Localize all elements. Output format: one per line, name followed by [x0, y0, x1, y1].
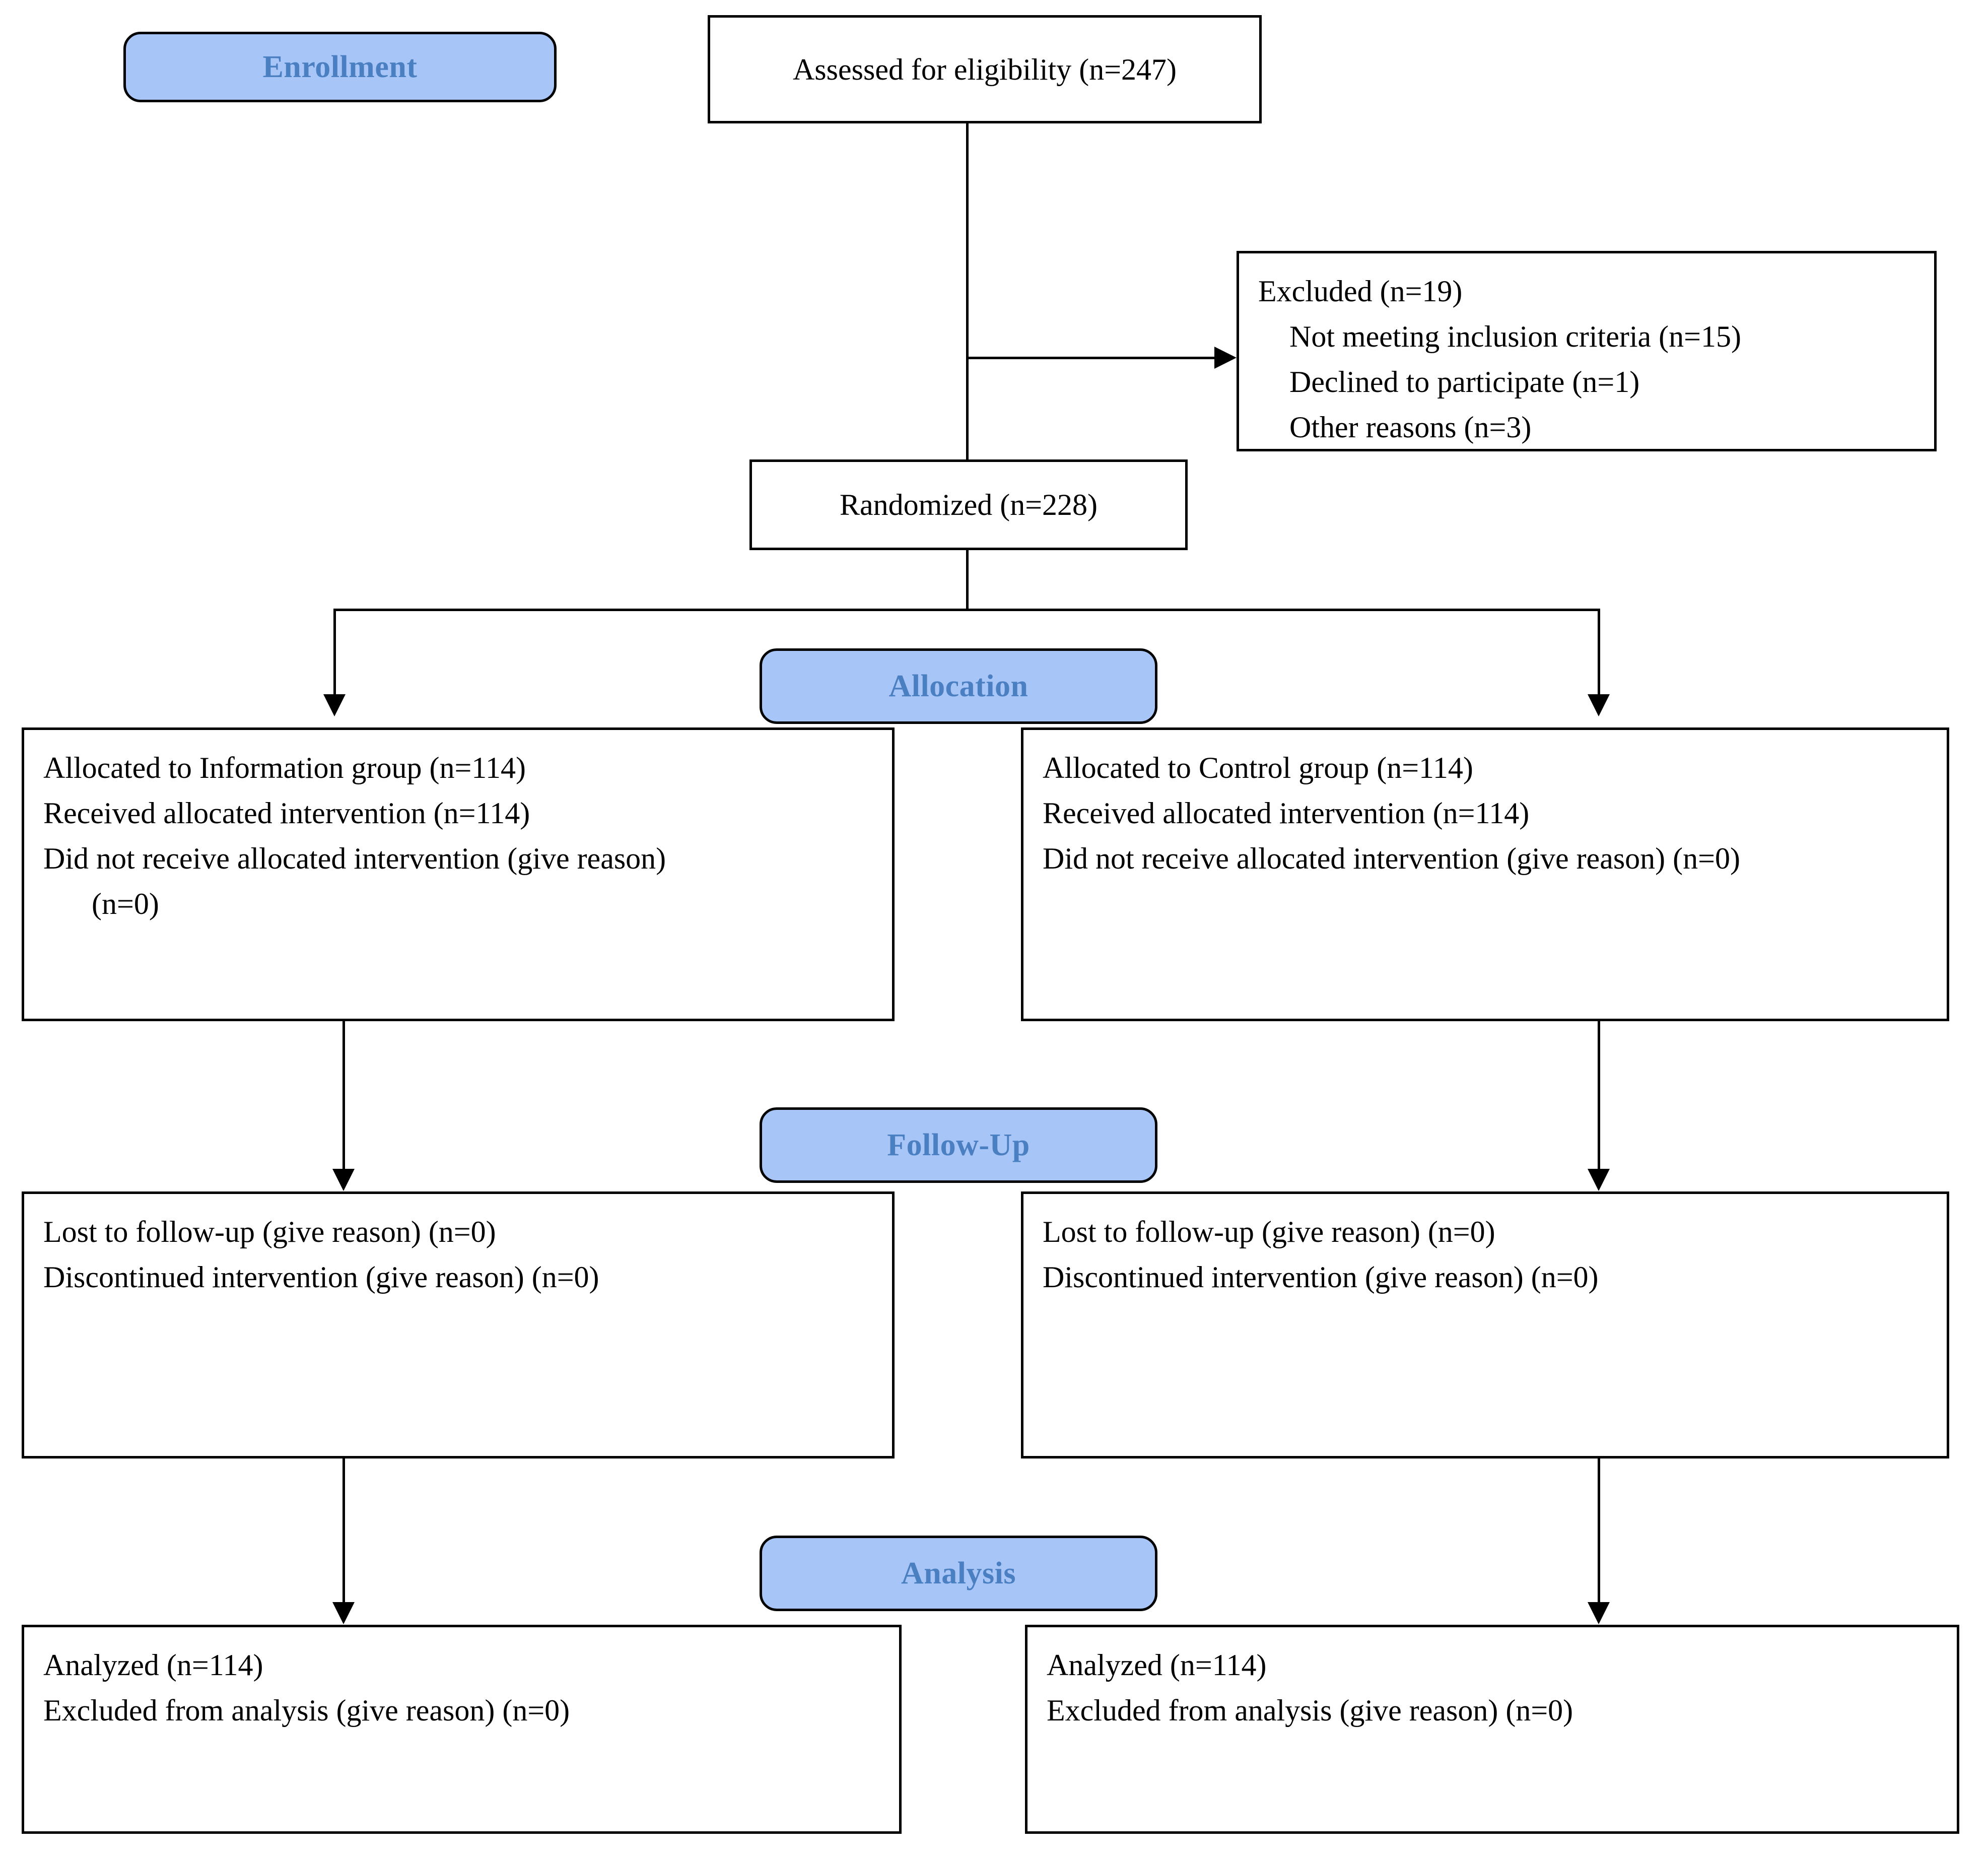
connector-allocation-split-bar — [333, 609, 1600, 611]
arrowhead-allocation-right — [1588, 694, 1610, 716]
arrowhead-analysis-right — [1588, 1602, 1610, 1624]
connector-alloc-left-to-followup — [342, 1021, 345, 1171]
followup-right-line-1: Lost to follow-up (give reason) (n=0) — [1043, 1215, 1495, 1248]
arrowhead-analysis-left — [332, 1602, 355, 1624]
connector-randomized-down — [966, 550, 969, 611]
analysis-right-line-1: Analyzed (n=114) — [1047, 1648, 1267, 1682]
analysis-left-line-2: Excluded from analysis (give reason) (n=… — [43, 1694, 570, 1727]
box-assessed-for-eligibility: Assessed for eligibility (n=247) — [708, 15, 1262, 123]
box-analysis-information-group: Analyzed (n=114) Excluded from analysis … — [22, 1625, 902, 1834]
connector-allocation-right-drop — [1598, 609, 1600, 695]
arrowhead-followup-right — [1588, 1169, 1610, 1191]
assessed-label: Assessed for eligibility (n=247) — [792, 52, 1177, 86]
followup-left-line-1: Lost to follow-up (give reason) (n=0) — [43, 1215, 496, 1248]
allocation-left-line-3: Did not receive allocated intervention (… — [43, 842, 666, 875]
box-excluded: Excluded (n=19) Not meeting inclusion cr… — [1237, 251, 1937, 451]
connector-assessed-to-randomized — [966, 123, 969, 461]
box-analysis-control-group: Analyzed (n=114) Excluded from analysis … — [1025, 1625, 1959, 1834]
stage-badge-enrollment: Enrollment — [123, 32, 557, 102]
allocation-left-line-1: Allocated to Information group (n=114) — [43, 751, 526, 784]
arrowhead-followup-left — [332, 1169, 355, 1191]
allocation-right-line-1: Allocated to Control group (n=114) — [1043, 751, 1473, 784]
allocation-left-line-4: (n=0) — [92, 887, 159, 920]
stage-badge-allocation-label: Allocation — [888, 669, 1029, 703]
arrowhead-allocation-left — [323, 694, 346, 716]
stage-badge-enrollment-label: Enrollment — [262, 49, 418, 84]
connector-allocation-left-drop — [333, 609, 336, 695]
excluded-heading: Excluded (n=19) — [1258, 275, 1463, 308]
connector-alloc-right-to-followup — [1598, 1021, 1600, 1171]
analysis-left-line-1: Analyzed (n=114) — [43, 1648, 263, 1682]
stage-badge-followup: Follow-Up — [760, 1107, 1157, 1183]
box-followup-information-group: Lost to follow-up (give reason) (n=0) Di… — [22, 1191, 895, 1458]
allocation-left-line-2: Received allocated intervention (n=114) — [43, 797, 530, 830]
box-randomized: Randomized (n=228) — [749, 459, 1188, 550]
connector-followup-left-to-analysis — [342, 1458, 345, 1605]
stage-badge-analysis: Analysis — [760, 1536, 1157, 1611]
stage-badge-allocation: Allocation — [760, 648, 1157, 724]
allocation-right-line-2: Received allocated intervention (n=114) — [1043, 797, 1530, 830]
followup-right-line-2: Discontinued intervention (give reason) … — [1043, 1261, 1599, 1294]
excluded-reason-1: Not meeting inclusion criteria (n=15) — [1289, 320, 1741, 353]
stage-badge-analysis-label: Analysis — [901, 1556, 1016, 1590]
box-allocation-control-group: Allocated to Control group (n=114) Recei… — [1021, 727, 1949, 1021]
followup-left-line-2: Discontinued intervention (give reason) … — [43, 1261, 599, 1294]
arrowhead-to-excluded — [1214, 347, 1237, 369]
excluded-reason-2: Declined to participate (n=1) — [1289, 365, 1640, 399]
connector-followup-right-to-analysis — [1598, 1458, 1600, 1605]
box-followup-control-group: Lost to follow-up (give reason) (n=0) Di… — [1021, 1191, 1949, 1458]
stage-badge-followup-label: Follow-Up — [887, 1128, 1030, 1162]
connector-to-excluded — [966, 357, 1215, 359]
allocation-right-line-3: Did not receive allocated intervention (… — [1043, 842, 1740, 875]
excluded-reason-3: Other reasons (n=3) — [1289, 411, 1532, 444]
analysis-right-line-2: Excluded from analysis (give reason) (n=… — [1047, 1694, 1573, 1727]
box-allocation-information-group: Allocated to Information group (n=114) R… — [22, 727, 895, 1021]
randomized-label: Randomized (n=228) — [839, 488, 1098, 521]
